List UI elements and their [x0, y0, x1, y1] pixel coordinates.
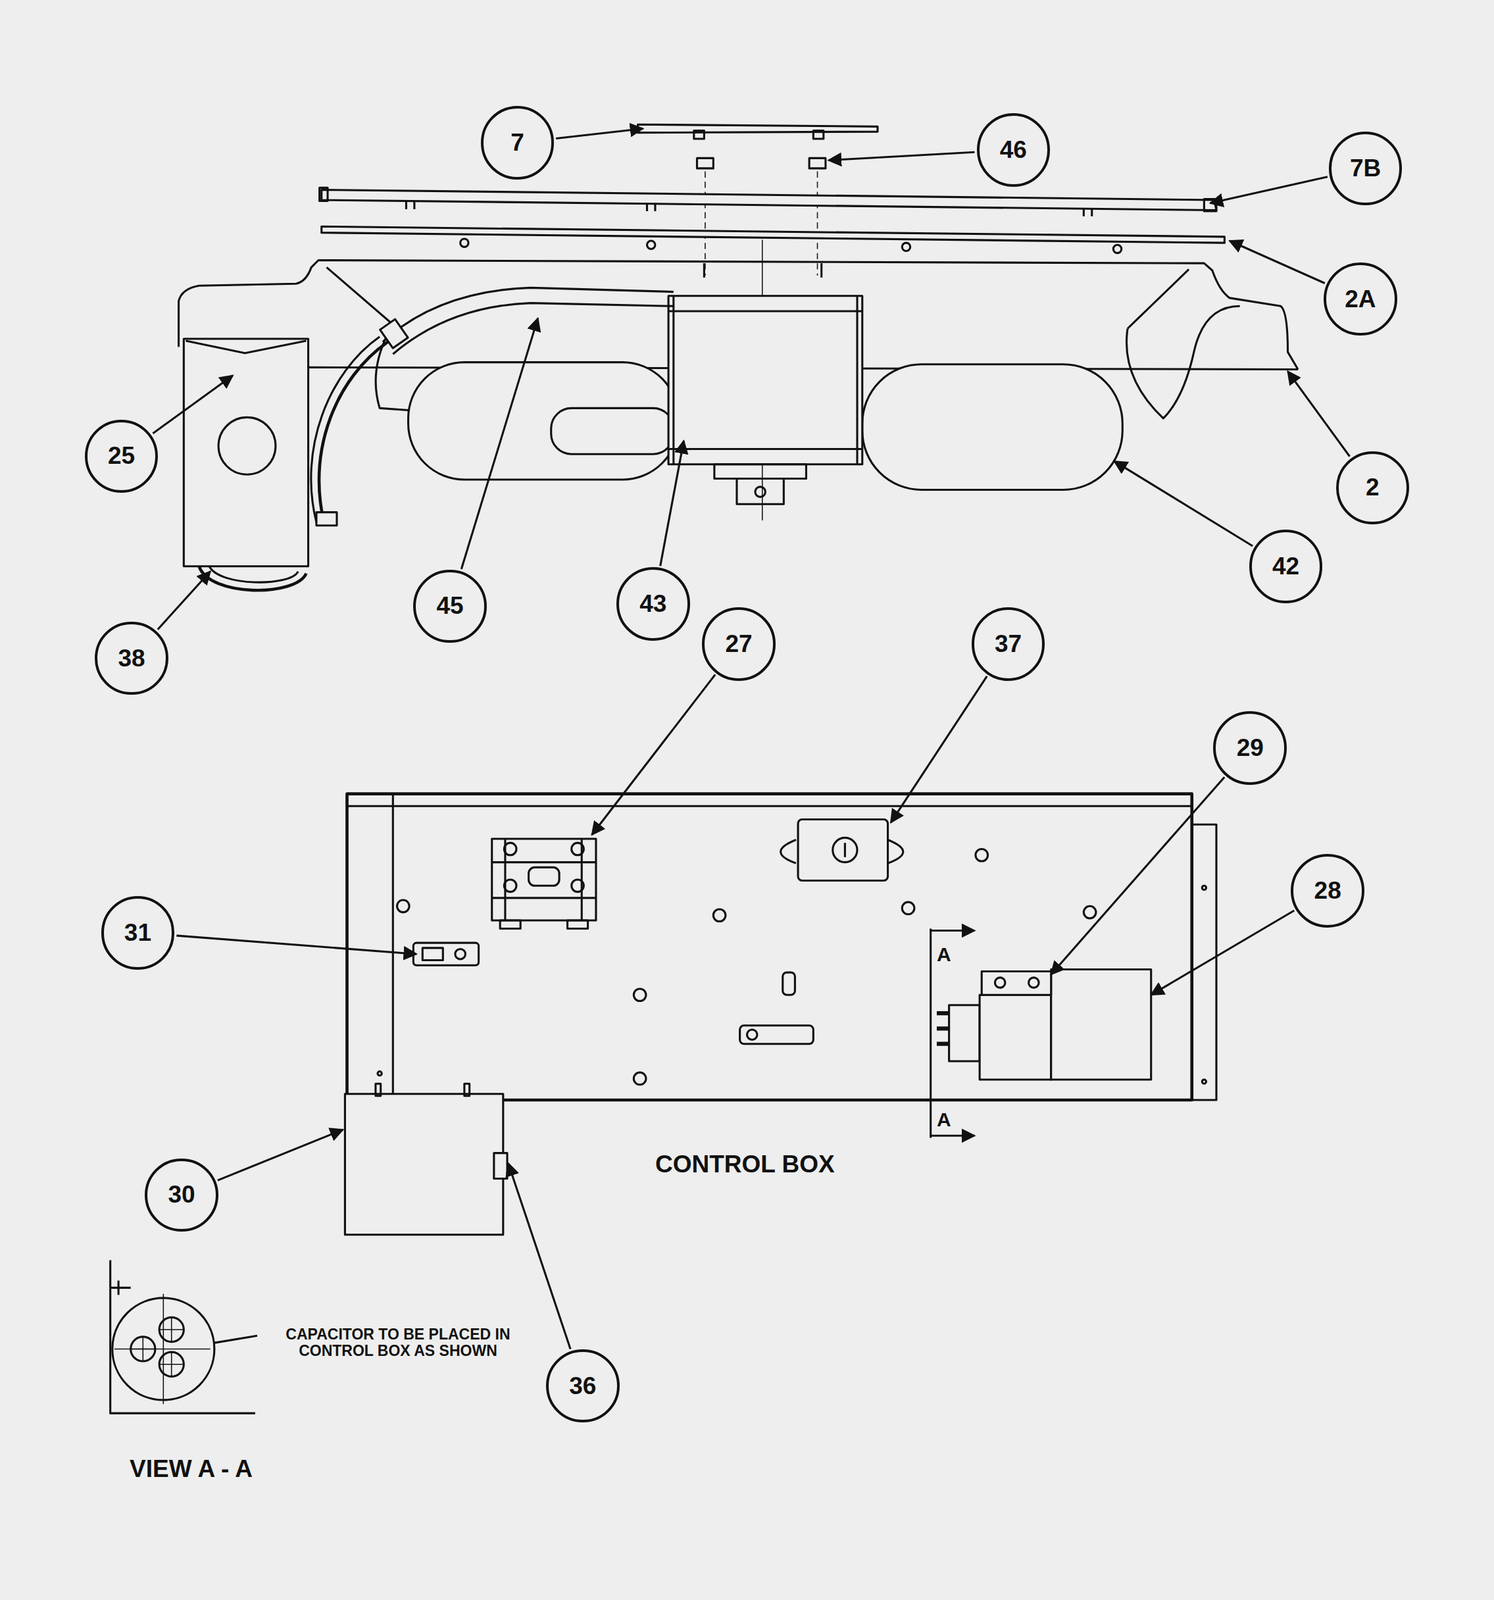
callout-number: 25	[107, 442, 135, 470]
leader-line	[1229, 240, 1325, 283]
leader-line	[1288, 371, 1350, 457]
leader-line	[176, 935, 417, 954]
callout-number: 37	[994, 630, 1022, 658]
section-letter: A	[936, 943, 952, 966]
callout-number: 46	[999, 136, 1027, 164]
callout-number: 29	[1236, 734, 1264, 762]
callout-circle: 2	[1336, 451, 1410, 525]
leader-line	[157, 571, 211, 630]
callout-circle: 29	[1213, 711, 1287, 785]
callout-number: 38	[118, 644, 146, 673]
leader-line	[1051, 776, 1225, 975]
leader-line	[828, 151, 975, 160]
callout-number: 2A	[1344, 285, 1376, 314]
leader-line	[1114, 461, 1253, 547]
caption-label: VIEW A - A	[129, 1455, 253, 1483]
leader-line	[660, 440, 685, 566]
section-letter: A	[936, 1108, 952, 1131]
callout-number: 7B	[1349, 154, 1381, 183]
callout-circle: 7B	[1328, 131, 1403, 206]
callout-circle: 25	[84, 419, 159, 494]
leader-line	[461, 318, 538, 570]
leader-line	[1151, 910, 1295, 995]
callout-circle: 43	[616, 567, 691, 641]
callout-number: 43	[639, 590, 667, 618]
callout-circle: 28	[1290, 853, 1365, 928]
leader-line	[890, 676, 987, 823]
callout-number: 2	[1365, 473, 1380, 502]
callout-circle: 42	[1249, 529, 1323, 604]
callout-circle: 31	[101, 896, 175, 970]
callout-number: 31	[124, 919, 152, 947]
callout-number: 36	[569, 1372, 597, 1400]
note-text: CAPACITOR TO BE PLACED IN CONTROL BOX AS…	[259, 1326, 537, 1360]
callout-number: 7	[510, 128, 525, 157]
leader-line	[555, 128, 643, 139]
leader-line	[217, 1129, 343, 1181]
callout-circle: 30	[144, 1158, 219, 1233]
leader-line	[152, 375, 233, 434]
callout-number: 42	[1272, 552, 1300, 581]
leader-line	[592, 674, 716, 835]
callout-number: 45	[436, 592, 464, 620]
callout-number: 27	[725, 630, 753, 658]
callout-number: 30	[168, 1180, 196, 1209]
leader-line	[508, 1163, 572, 1349]
callout-circle: 36	[546, 1349, 620, 1423]
callout-circle: 27	[701, 607, 776, 681]
callout-number: 28	[1314, 876, 1342, 905]
caption-label: CONTROL BOX	[655, 1151, 835, 1179]
callout-circle: 38	[94, 621, 169, 696]
callout-circle: 37	[971, 607, 1046, 681]
callout-circle: 45	[413, 569, 487, 644]
leader-line	[1210, 176, 1328, 204]
callout-circle: 46	[976, 113, 1051, 187]
callout-circle: 7	[480, 105, 555, 180]
callout-circle: 2A	[1323, 262, 1398, 337]
